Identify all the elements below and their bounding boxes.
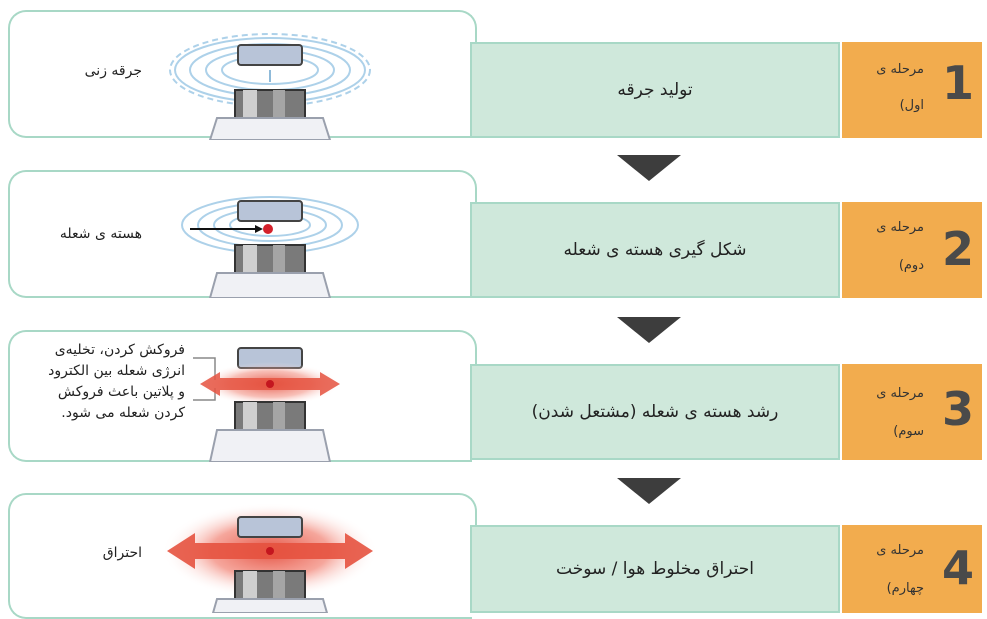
stage-2-title: شکل گیری هسته ی شعله — [563, 240, 747, 260]
stage-4-word: مرحله ی — [876, 543, 924, 558]
stage-3-side-label-line-3: و پلاتین باعث فروکش — [57, 384, 185, 400]
stage-4-title-panel: احتراق مخلوط هوا / سوخت — [470, 525, 840, 613]
stage-2-word: مرحله ی — [876, 220, 924, 235]
stage-4-ordinal: چهارم) — [886, 581, 924, 596]
stage-3-side-label-line-4: کردن شعله می شود. — [61, 405, 185, 421]
stage-2-badge: مرحله ی دوم) 2 — [842, 202, 982, 298]
stage-2-number: 2 — [942, 222, 975, 276]
stage-1-side-label: جرقه زنی — [84, 63, 142, 79]
stage-3-title: رشد هسته ی شعله (مشتعل شدن) — [531, 402, 779, 422]
stage-3-spark-plug-icon — [193, 347, 340, 462]
stage-4-spark-plug-icon — [162, 503, 378, 613]
stage-3-badge: مرحله ی سوم) 3 — [842, 364, 982, 460]
stage-3-side-label-line-2: انرژی شعله بین الکترود — [48, 363, 185, 379]
stage-4-badge: مرحله ی چهارم) 4 — [842, 525, 982, 613]
stage-4-number: 4 — [942, 541, 975, 595]
stage-3-ordinal: سوم) — [893, 424, 924, 439]
stage-2-title-panel: شکل گیری هسته ی شعله — [470, 202, 840, 298]
stage-1-title-panel: تولید جرقه — [470, 42, 840, 138]
stage-4-side-label: احتراق — [102, 545, 142, 561]
down-arrow-2-icon — [617, 317, 681, 343]
stage-3-word: مرحله ی — [876, 386, 924, 401]
stage-2-ordinal: دوم) — [898, 258, 924, 273]
stage-1-ordinal: اول) — [899, 98, 924, 113]
stage-3-number: 3 — [942, 382, 975, 436]
down-arrow-1-icon — [617, 155, 681, 181]
stage-1-spark-plug-icon — [169, 33, 371, 140]
stage-2-spark-plug-icon — [181, 196, 359, 298]
stage-3-side-label: فروکش کردن، تخلیه‌ی انرژی شعله بین الکتر… — [0, 340, 185, 424]
stage-1-word: مرحله ی — [876, 62, 924, 77]
stage-1-badge: مرحله ی اول) 1 — [842, 42, 982, 138]
stage-2-side-label: هسته ی شعله — [59, 226, 142, 242]
stage-3-side-label-line-1: فروکش کردن، تخلیه‌ی — [54, 342, 185, 358]
stage-1-number: 1 — [942, 56, 975, 110]
stage-1-card-tab — [8, 10, 477, 48]
down-arrow-3-icon — [617, 478, 681, 504]
stage-1-title: تولید جرقه — [617, 80, 693, 100]
stage-3-title-panel: رشد هسته ی شعله (مشتعل شدن) — [470, 364, 840, 460]
stage-4-title: احتراق مخلوط هوا / سوخت — [556, 559, 754, 579]
